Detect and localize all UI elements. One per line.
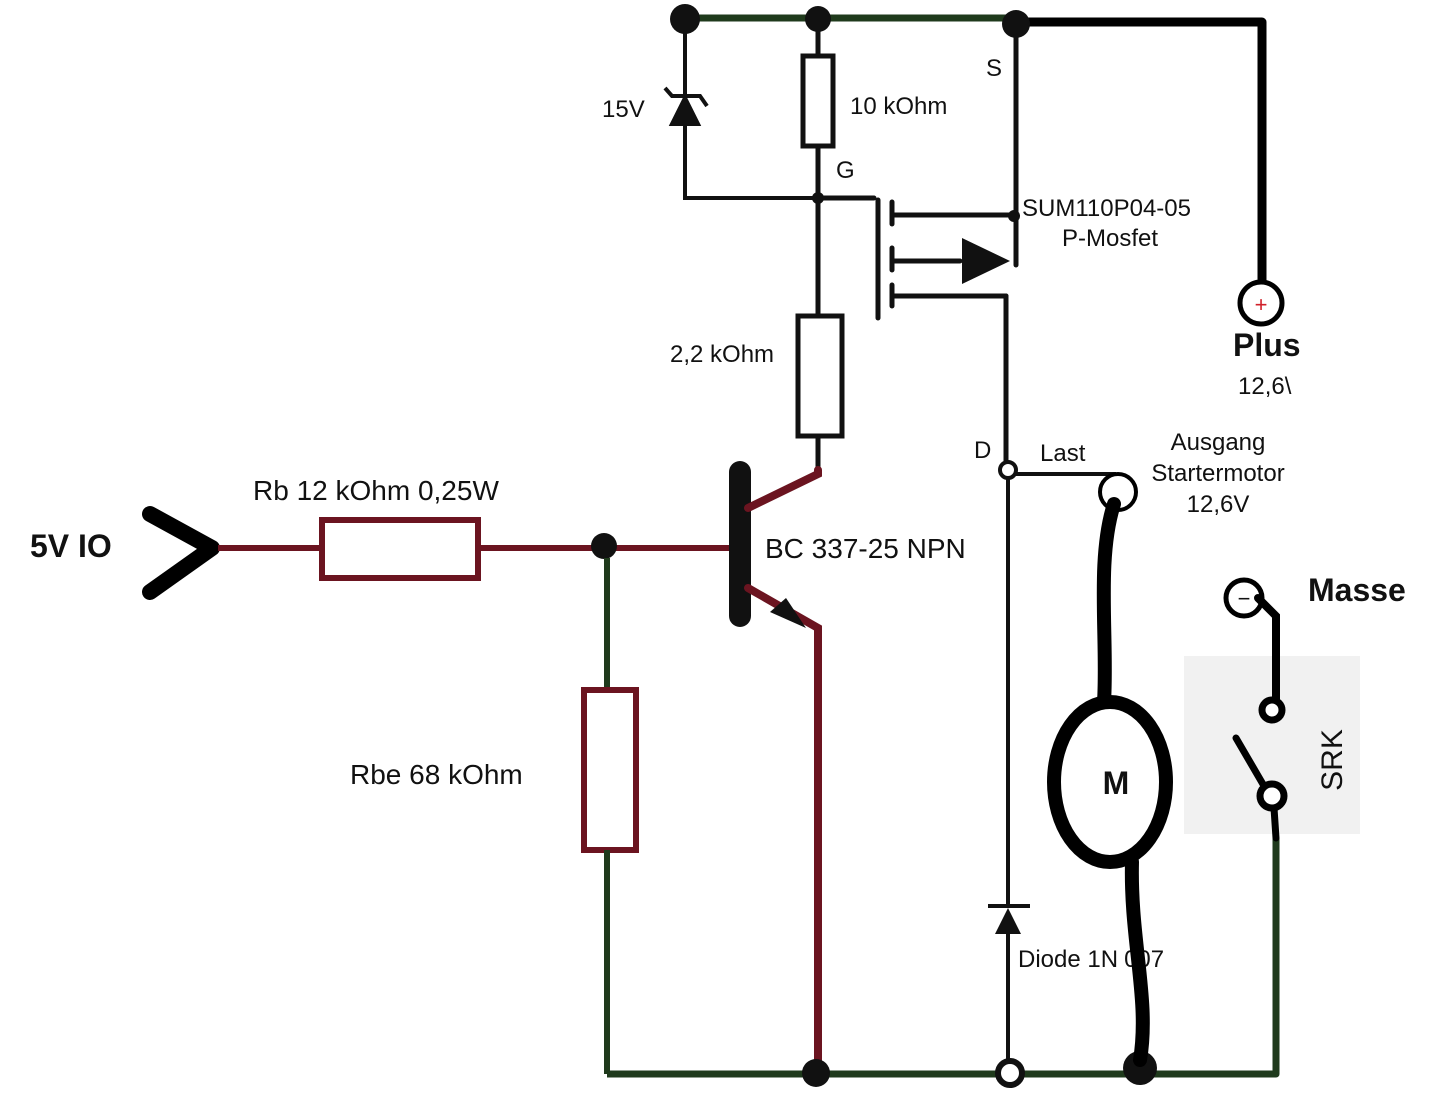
diode-arrow-icon bbox=[995, 908, 1021, 934]
resistor-2k2 bbox=[795, 198, 845, 470]
zener-diode bbox=[663, 28, 820, 200]
resistor-10k-label: 10 kOhm bbox=[850, 93, 947, 120]
drain-pin-label: D bbox=[974, 437, 991, 464]
mosfet-source-node bbox=[1008, 210, 1020, 222]
supply-rail bbox=[681, 14, 1267, 285]
mosfet-body-diode-arrow bbox=[962, 238, 1010, 284]
base-junction bbox=[591, 533, 617, 559]
resistor-rbe-label: Rbe 68 kOhm bbox=[350, 759, 523, 790]
relay-label: SRK bbox=[1316, 729, 1349, 791]
output-label-line2: Startermotor bbox=[1151, 460, 1284, 487]
output-label-line1: Ausgang bbox=[1171, 429, 1266, 456]
output-label-line3: 12,6V bbox=[1187, 491, 1250, 518]
freewheel-diode bbox=[988, 478, 1030, 1072]
ground-junction-motor bbox=[1123, 1051, 1157, 1085]
motor-label: M bbox=[1103, 765, 1130, 801]
source-pin-label: S bbox=[986, 55, 1002, 82]
mosfet-type-label: P-Mosfet bbox=[1062, 225, 1158, 252]
resistor-2k2-label: 2,2 kOhm bbox=[670, 341, 774, 368]
resistor-rb bbox=[218, 517, 740, 581]
rail-junction-resistor bbox=[805, 6, 831, 32]
masse-label: Masse bbox=[1308, 572, 1406, 608]
p-mosfet bbox=[815, 33, 1019, 475]
zener-label: 15V bbox=[602, 96, 645, 123]
plus-terminal bbox=[1237, 279, 1285, 327]
rail-junction-source bbox=[1002, 10, 1030, 38]
rail-junction-zener bbox=[670, 4, 700, 34]
load-label: Last bbox=[1040, 440, 1086, 467]
ground-junction-diode bbox=[995, 1058, 1025, 1088]
plus-voltage-label: 12,6\ bbox=[1238, 373, 1292, 400]
plus-sign-icon: + bbox=[1255, 292, 1268, 317]
relay-switch bbox=[1232, 696, 1288, 842]
starter-motor bbox=[1047, 497, 1173, 1067]
resistor-rb-label: Rb 12 kOhm 0,25W bbox=[253, 475, 499, 506]
emitter-arrow-icon bbox=[770, 598, 806, 628]
input-connector-icon bbox=[142, 506, 220, 600]
input-label: 5V IO bbox=[30, 528, 112, 564]
transistor-label: BC 337-25 NPN bbox=[765, 533, 966, 564]
mosfet-part-label: SUM110P04-05 bbox=[1022, 195, 1191, 222]
plus-label: Plus bbox=[1233, 327, 1301, 363]
gate-pin-label: G bbox=[836, 157, 855, 184]
resistor-10k bbox=[800, 28, 836, 198]
masse-wire bbox=[1254, 594, 1280, 710]
ground-junction-transistor bbox=[802, 1059, 830, 1087]
resistor-rbe bbox=[581, 558, 639, 1074]
drain-junction bbox=[998, 460, 1018, 480]
minus-sign-icon: − bbox=[1238, 586, 1251, 611]
ground-rail bbox=[607, 838, 1280, 1078]
npn-transistor bbox=[729, 461, 822, 1076]
